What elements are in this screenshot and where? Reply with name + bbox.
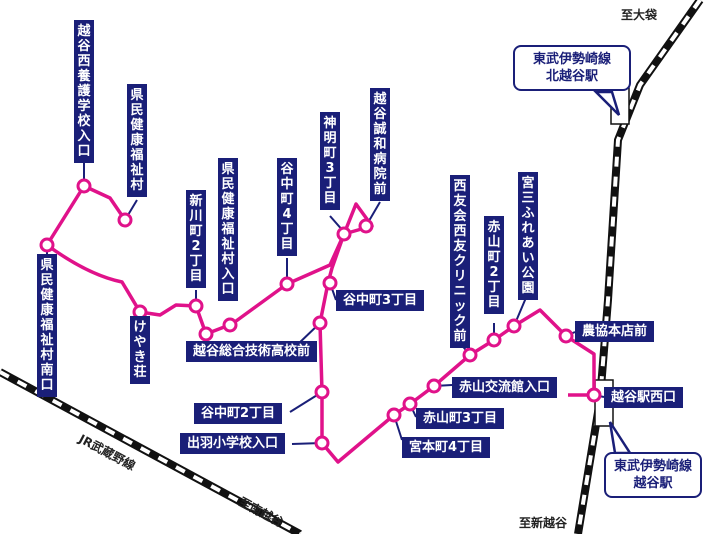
- stop-label-shinmei-3: 神明町3丁目: [320, 112, 340, 210]
- station-callout-kitakoshigaya: 東武伊勢崎線 北越谷駅: [513, 45, 631, 91]
- stop-label-miyasan-koen: 宮三ふれあい公園: [518, 172, 538, 300]
- stop-marker-shinmei-3: [336, 226, 352, 242]
- stop-marker-kenmin-fukushi-iriguchi: [222, 317, 238, 333]
- jr-musashino-line: [0, 368, 302, 534]
- stop-marker-yanaka-4: [279, 276, 295, 292]
- stop-label-koshigaya-nishiguchi: 越谷駅西口: [604, 387, 684, 408]
- station-line-name: 東武伊勢崎線: [532, 52, 611, 67]
- stop-label-nokyo-honten: 農協本店前: [575, 321, 655, 342]
- stop-label-kenmin-fukushi-iriguchi: 県民健康福祉村入口: [218, 158, 238, 301]
- stop-marker-dewa-shogakko: [314, 435, 330, 451]
- stop-label-yanaka-4: 谷中町4丁目: [277, 158, 297, 256]
- stop-label-seiwa-byoin: 越谷誠和病院前: [370, 88, 390, 201]
- stop-marker-seiwa-byoin: [358, 218, 374, 234]
- stop-marker-yanaka-2: [314, 384, 330, 400]
- stop-label-sogo-gijutsu: 越谷総合技術高校前: [186, 341, 318, 362]
- stop-marker-kenmin-fukushi-mura: [117, 212, 133, 228]
- station-callout-koshigaya: 東武伊勢崎線 越谷駅: [604, 452, 702, 498]
- stop-label-miyamoto-4: 宮本町4丁目: [402, 437, 491, 458]
- stop-marker-koshigaya-nishi-yogo: [76, 178, 92, 194]
- stop-marker-miyasan-koen: [506, 318, 522, 334]
- stop-marker-shinkawa-2: [188, 298, 204, 314]
- stop-label-shinkawa-2: 新川町2丁目: [186, 190, 206, 288]
- stop-marker-akayama-2: [486, 332, 502, 348]
- stop-marker-yanaka-3: [322, 275, 338, 291]
- station-name: 越谷駅: [633, 476, 673, 491]
- direction-to-shinkoshigaya: 至新越谷: [519, 516, 568, 530]
- stop-label-kenmin-fukushi-minami: 県民健康福祉村南口: [37, 254, 57, 397]
- stop-marker-miyamoto-4: [386, 407, 402, 423]
- stop-label-akayama-koryukan: 赤山交流館入口: [452, 377, 558, 398]
- stop-markers: [39, 178, 602, 451]
- stop-marker-koshigaya-nishiguchi: [586, 387, 602, 403]
- stop-marker-yanaka-3b: [312, 315, 328, 331]
- stop-marker-nokyo-honten: [558, 328, 574, 344]
- stop-label-seiyukai: 西友会西友クリニック前: [450, 175, 470, 348]
- stop-marker-sogo-gijutsu: [198, 326, 214, 342]
- stop-marker-kenmin-fukushi-minami: [39, 237, 55, 253]
- stop-label-yanaka-3: 谷中町3丁目: [336, 290, 425, 311]
- stop-label-yanaka-2: 谷中町2丁目: [194, 403, 283, 424]
- stop-label-akayama-3: 赤山町3丁目: [416, 408, 505, 429]
- stop-label-dewa-shogakko: 出羽小学校入口: [180, 433, 286, 454]
- direction-to-omiya: 至大袋: [621, 8, 658, 22]
- stop-marker-seiyukai: [462, 347, 478, 363]
- stop-label-akayama-2: 赤山町2丁目: [484, 216, 504, 314]
- kitakoshigaya-callout-tail: [592, 90, 621, 116]
- station-line-name: 東武伊勢崎線: [613, 459, 692, 474]
- stop-marker-akayama-3: [402, 396, 418, 412]
- stop-label-kenmin-fukushi-mura: 県民健康福祉村: [127, 84, 147, 197]
- koshigaya-callout-tail: [608, 421, 633, 455]
- stop-marker-akayama-koryukan: [426, 378, 442, 394]
- stop-label-koshigaya-nishi-yogo: 越谷西養護学校入口: [74, 20, 94, 163]
- station-name: 北越谷駅: [545, 69, 598, 84]
- stop-label-keyakiso: けやき荘: [130, 316, 150, 384]
